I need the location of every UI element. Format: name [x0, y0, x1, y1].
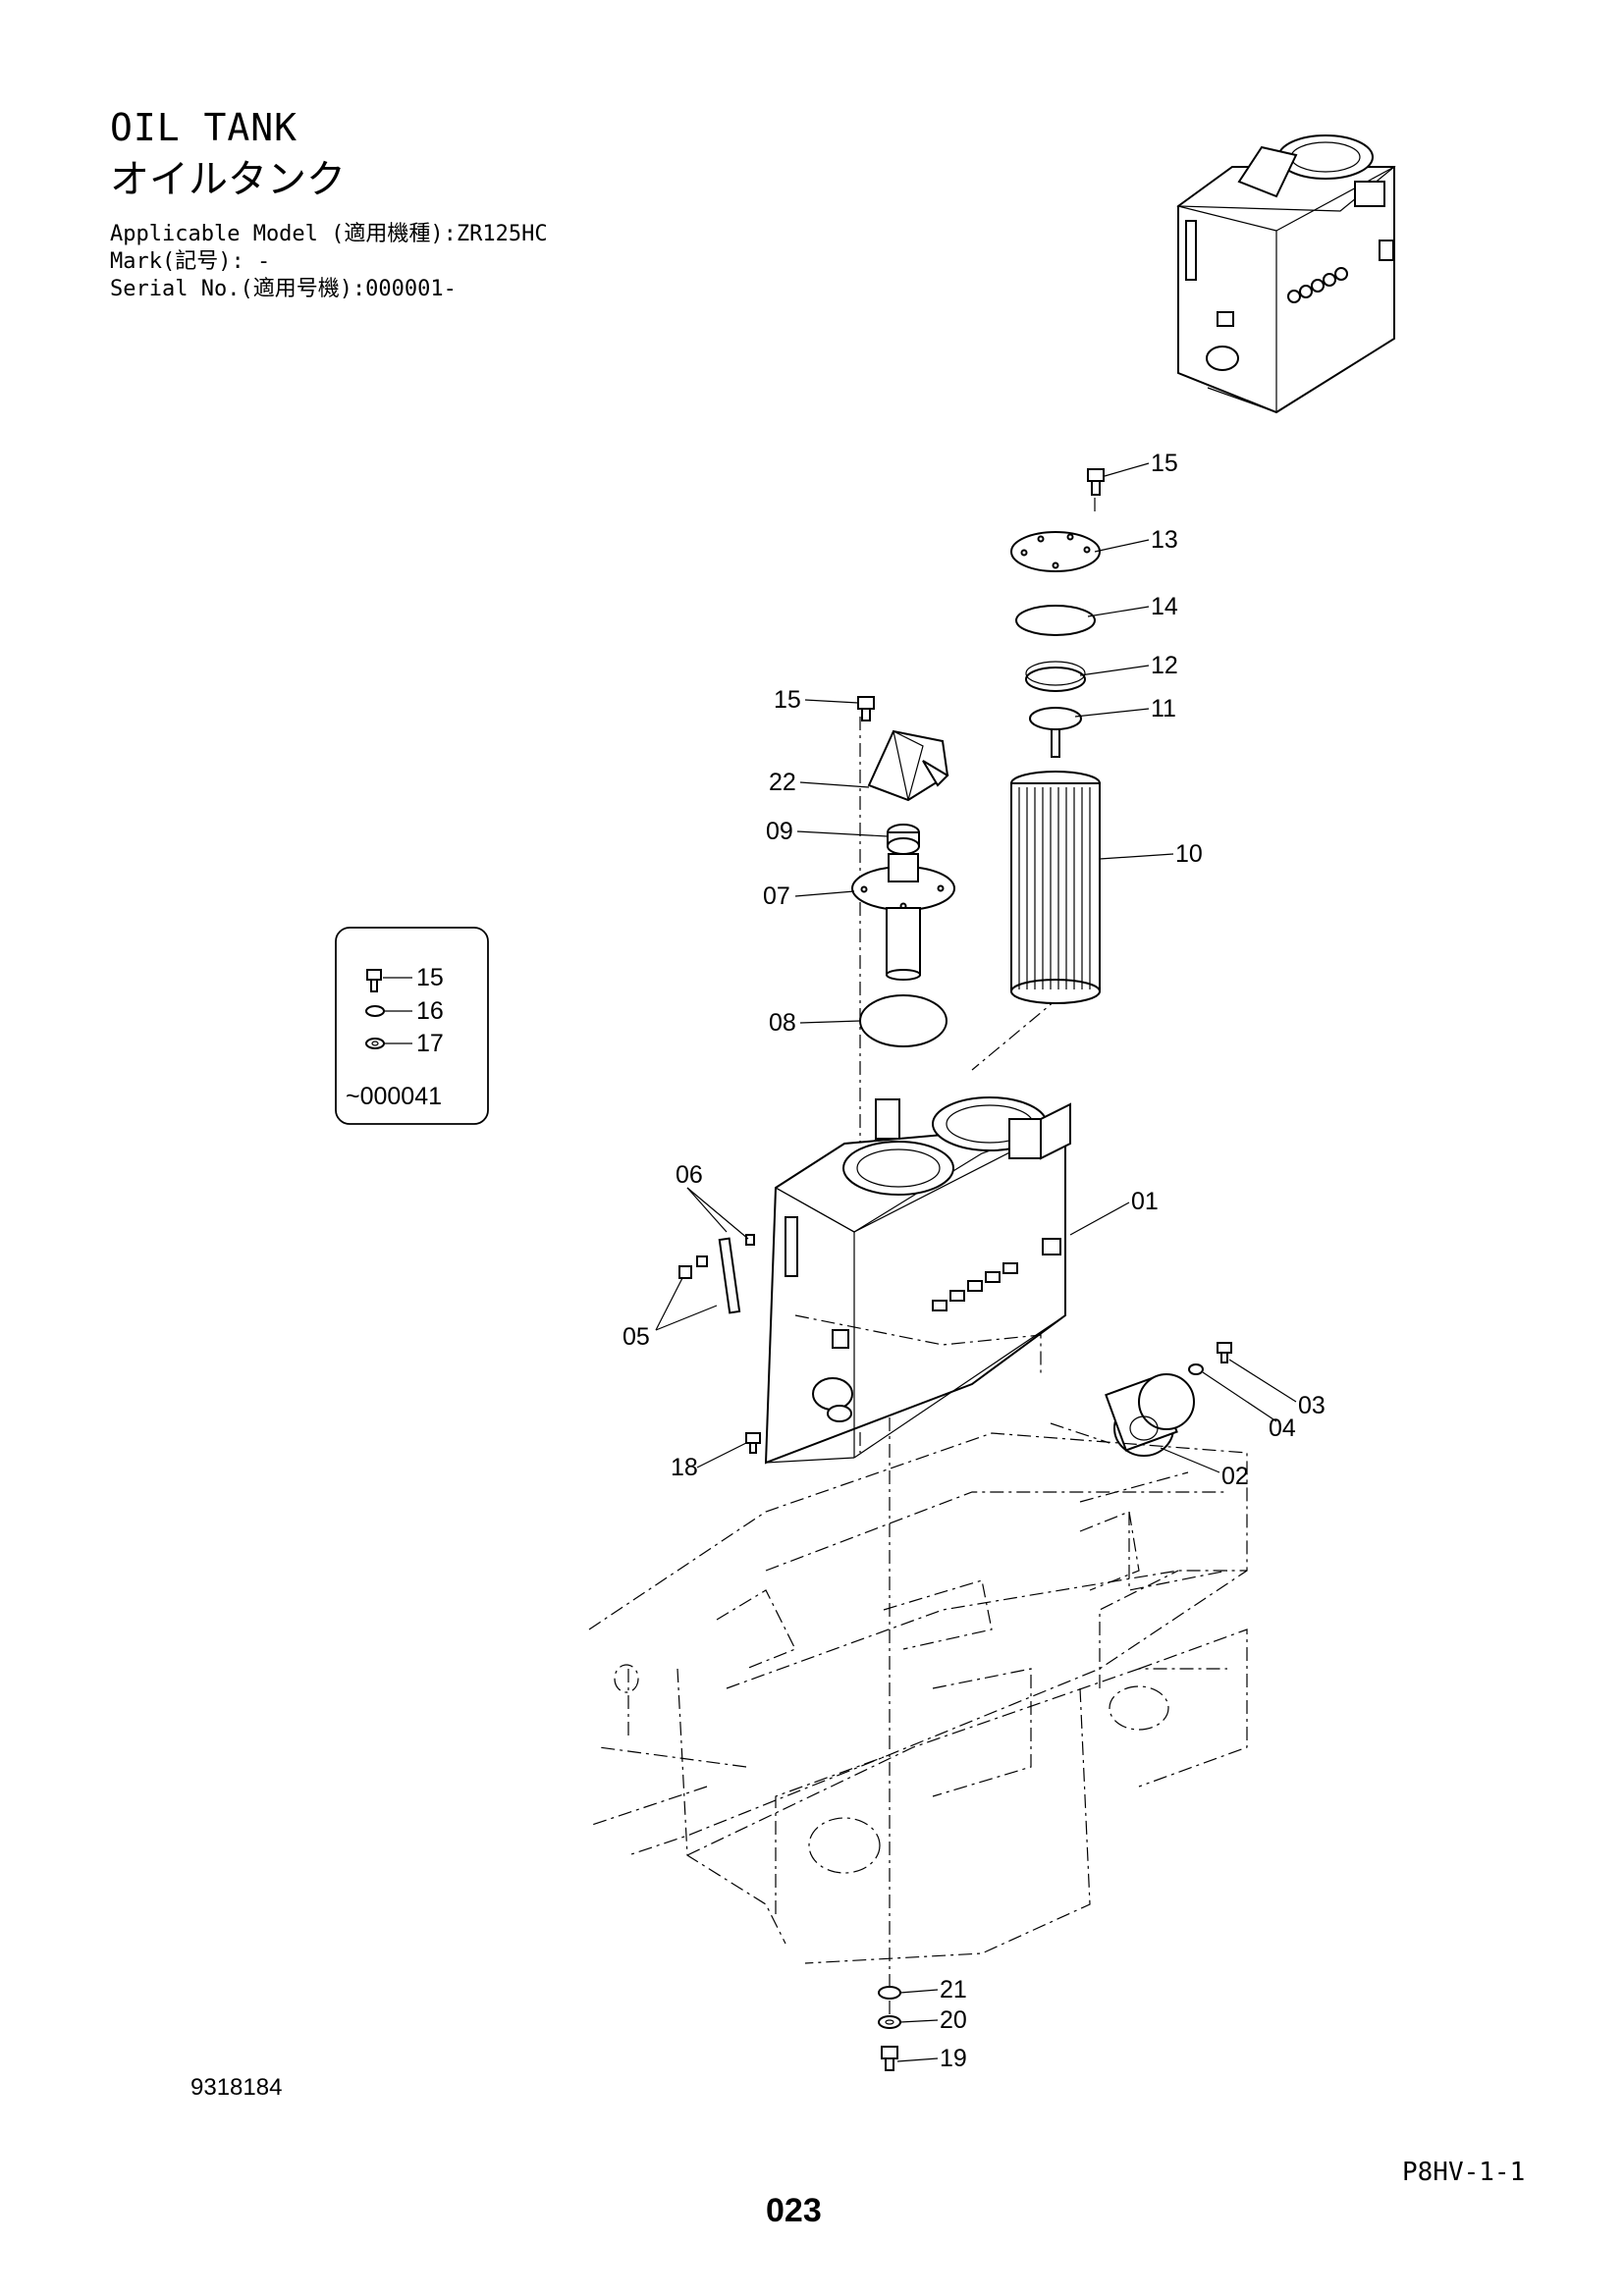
- callout-11: 11: [1151, 695, 1176, 722]
- callout-22: 22: [769, 769, 796, 796]
- mark-field: Mark(記号): -: [110, 249, 271, 274]
- bolt-18: [745, 1432, 761, 1454]
- serial-range-inset: [335, 927, 489, 1125]
- inset-serial-range: ~000041: [346, 1083, 442, 1110]
- page-title: OIL TANK: [110, 106, 298, 149]
- drawing-number: 9318184: [190, 2074, 283, 2101]
- o-ring-08: [859, 994, 947, 1047]
- page-number: 023: [766, 2192, 822, 2229]
- washer-21: [878, 1986, 901, 2000]
- cap-09: [887, 824, 920, 855]
- breather-02: [1105, 1373, 1195, 1457]
- upper-frame: [588, 1432, 1248, 1964]
- callout-01: 01: [1131, 1188, 1159, 1215]
- serial-number-field: Serial No.(適用号機):000001-: [110, 277, 457, 301]
- callout-06: 06: [676, 1161, 703, 1189]
- bolt-03: [1217, 1342, 1232, 1363]
- callout-20: 20: [940, 2006, 967, 2034]
- callout-12: 12: [1151, 652, 1178, 679]
- cover-13: [1010, 531, 1101, 572]
- washer-icon: [365, 1038, 385, 1049]
- bolt-icon: [366, 969, 382, 992]
- callout-02: 02: [1221, 1463, 1249, 1490]
- valve-11: [1029, 707, 1082, 758]
- inset-callout-16: 16: [416, 997, 444, 1025]
- page-title-japanese: オイルタンク: [110, 157, 346, 202]
- filter-element-10: [1010, 771, 1101, 1004]
- bolt-19: [881, 2046, 898, 2071]
- strainer-07: [851, 853, 955, 981]
- callout-21: 21: [940, 1976, 967, 2003]
- assembly-line-filter: [971, 995, 1061, 1071]
- washer-04: [1188, 1363, 1204, 1375]
- guard-22: [867, 729, 949, 802]
- callout-03: 03: [1298, 1392, 1326, 1419]
- callout-07: 07: [763, 882, 790, 910]
- leader-lines: [655, 462, 1297, 2062]
- level-gauge-05-06: [678, 1234, 755, 1314]
- applicable-model: Applicable Model (適用機種):ZR125HC: [110, 222, 548, 246]
- inset-callout-15: 15: [416, 964, 444, 991]
- callout-19: 19: [940, 2045, 967, 2072]
- washer-20: [878, 2015, 901, 2029]
- callout-15-top: 15: [1151, 450, 1178, 477]
- assembled-tank-thumbnail: [1176, 134, 1396, 414]
- bolt-15-top: [1087, 468, 1105, 496]
- callout-04: 04: [1269, 1415, 1296, 1442]
- callout-10: 10: [1175, 840, 1203, 868]
- callout-15-guard: 15: [774, 686, 801, 714]
- spring-washer-icon: [365, 1005, 385, 1017]
- spring-12: [1025, 661, 1086, 692]
- bolt-15-guard: [857, 696, 875, 721]
- callout-08: 08: [769, 1009, 796, 1037]
- assembly-line-breather: [1050, 1422, 1110, 1444]
- callout-18: 18: [671, 1454, 698, 1481]
- o-ring-14: [1015, 605, 1096, 636]
- callout-14: 14: [1151, 593, 1178, 620]
- inset-callout-17: 17: [416, 1030, 444, 1057]
- callout-05: 05: [623, 1323, 650, 1351]
- callout-09: 09: [766, 818, 793, 845]
- callout-13: 13: [1151, 526, 1178, 554]
- page-code: P8HV-1-1: [1402, 2158, 1526, 2187]
- oil-tank-01: [764, 1096, 1071, 1465]
